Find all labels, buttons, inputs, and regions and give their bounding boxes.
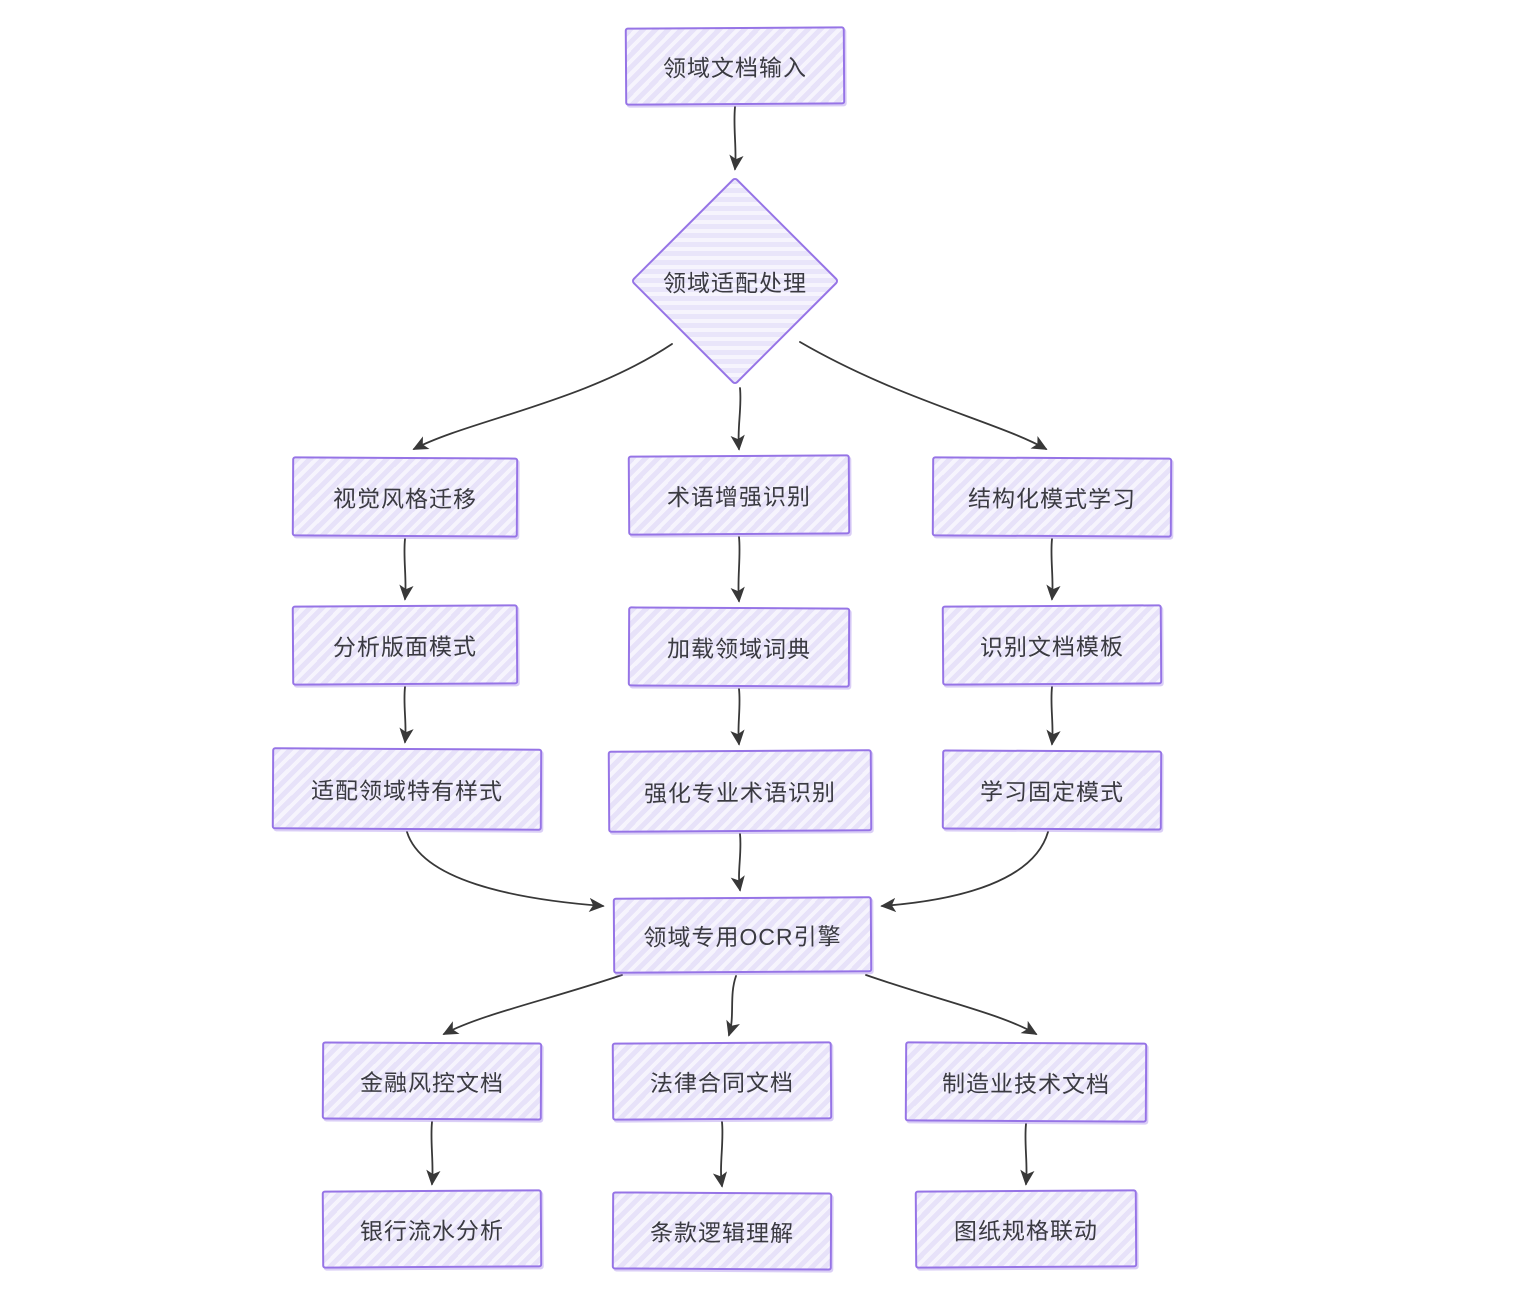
edge-ocr-legal [726,975,740,1037]
node-label: 识别文档模板 [979,633,1125,661]
node-terminology-enhanced-recognition: 术语增强识别 [627,454,851,536]
node-analyze-layout-patterns: 分析版面模式 [291,604,519,686]
edge-mfg-drawing [1020,1123,1035,1186]
edge-struct-template [1046,538,1061,601]
node-label: 制造业技术文档 [941,1070,1111,1098]
node-label: 领域适配处理 [663,270,807,296]
edge-adapt-visual [412,343,673,450]
edge-term-dict [730,536,745,603]
edge-ocr-mfg [865,974,1038,1035]
node-domain-document-input: 领域文档输入 [624,26,846,106]
node-strengthen-professional-term-recognition: 强化专业术语识别 [607,749,873,833]
node-adapt-domain-specific-styles: 适配领域特有样式 [271,747,543,831]
node-label: 加载领域词典 [666,635,812,663]
node-learn-fixed-patterns: 学习固定模式 [941,749,1163,831]
edge-layout-style [399,686,414,744]
node-load-domain-dictionary: 加载领域词典 [627,606,851,688]
node-financial-risk-control-documents: 金融风控文档 [321,1041,543,1121]
node-label: 银行流水分析 [359,1217,505,1245]
edge-adapt-term [730,387,745,451]
node-domain-specific-ocr-engine: 领域专用OCR引擎 [612,896,873,974]
edge-ocr-finance [442,974,623,1035]
edge-adapt-struct [799,341,1048,450]
node-label: 结构化模式学习 [967,485,1137,513]
edge-proterm-ocr [730,833,745,892]
edge-dict-proterm [730,688,745,746]
node-label: 领域文档输入 [662,54,808,82]
node-drawing-specification-linkage: 图纸规格联动 [914,1189,1138,1269]
edge-style-ocr [406,831,605,913]
node-identify-document-templates: 识别文档模板 [941,604,1163,686]
node-label: 术语增强识别 [666,483,812,511]
node-label: 条款逻辑理解 [649,1219,795,1247]
node-label: 分析版面模式 [332,633,478,661]
node-structured-pattern-learning: 结构化模式学习 [931,456,1173,538]
node-manufacturing-technical-documents: 制造业技术文档 [904,1041,1148,1123]
node-bank-statement-analysis: 银行流水分析 [321,1189,543,1269]
edge-finance-bank [426,1121,441,1186]
node-label: 领域专用OCR引擎 [643,923,842,951]
node-clause-logic-understanding: 条款逻辑理解 [611,1191,833,1271]
node-label: 适配领域特有样式 [310,777,504,805]
node-label: 金融风控文档 [359,1069,505,1097]
edge-template-fixed [1046,686,1061,746]
node-label: 学习固定模式 [979,778,1125,806]
edge-legal-clause [712,1121,728,1188]
node-label: 视觉风格迁移 [332,485,478,513]
node-visual-style-transfer: 视觉风格迁移 [291,456,519,538]
edge-input-adapt [729,106,744,171]
node-label: 强化专业术语识别 [643,779,837,807]
node-label: 图纸规格联动 [953,1217,1099,1245]
node-label: 法律合同文档 [649,1069,795,1097]
edge-fixed-ocr [880,831,1049,913]
edge-visual-layout [399,538,414,601]
node-legal-contract-documents: 法律合同文档 [611,1041,833,1121]
